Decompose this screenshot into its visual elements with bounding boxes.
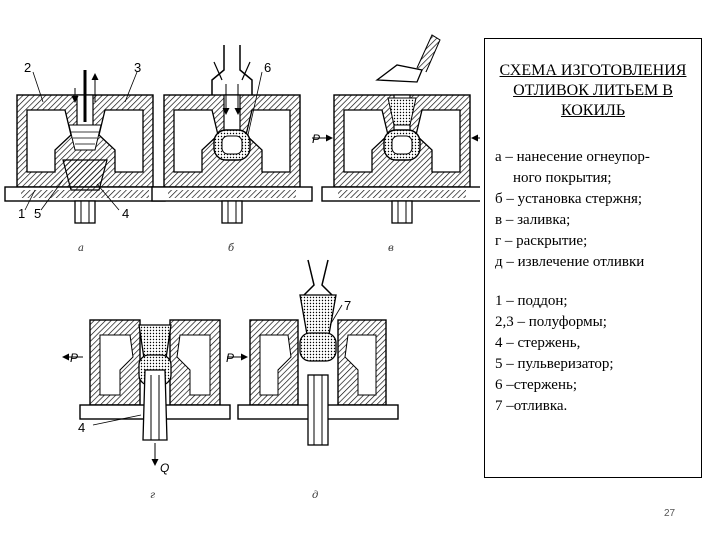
casting-diagram: 2 3 1 5 4 6 P P bbox=[4, 34, 480, 475]
stage-item: б – установка стержня; bbox=[495, 191, 643, 207]
page-title: СХЕМА ИЗГОТОВЛЕНИЯ ОТЛИВОК ЛИТЬЕМ В КОКИ… bbox=[499, 62, 687, 119]
panel-letter-b: б bbox=[228, 243, 235, 254]
part-item: 2,3 – полуформы; bbox=[495, 314, 607, 330]
panel-letter-d: д bbox=[312, 490, 319, 501]
stage-item: а – нанесение огнеупор- bbox=[495, 149, 650, 165]
part-item: 5 – пульверизатор; bbox=[495, 356, 614, 372]
callout-6: 6 bbox=[264, 60, 271, 75]
callout-q: Q bbox=[160, 461, 169, 475]
part-item: 7 –отливка. bbox=[495, 398, 568, 414]
callout-p-right-g: P bbox=[226, 351, 234, 365]
callout-4: 4 bbox=[122, 206, 129, 221]
panel-letter-v: в bbox=[388, 243, 394, 254]
callout-p-left-v: P bbox=[312, 132, 320, 146]
panel-letter-g: г bbox=[150, 490, 156, 501]
panel-letter-a: а bbox=[78, 243, 84, 254]
callout-3: 3 bbox=[134, 60, 141, 75]
panel-v bbox=[312, 34, 480, 224]
stage-list: а – нанесение огнеупор- ного покрытия; б… bbox=[495, 147, 701, 273]
stage-item: ного покрытия; bbox=[513, 170, 612, 186]
parts-list: 1 – поддон; 2,3 – полуформы; 4 – стержен… bbox=[495, 291, 701, 417]
panel-a bbox=[4, 70, 166, 224]
legend-box: СХЕМА ИЗГОТОВЛЕНИЯ ОТЛИВОК ЛИТЬЕМ В КОКИ… bbox=[484, 38, 702, 478]
callout-5: 5 bbox=[34, 206, 41, 221]
callout-7: 7 bbox=[344, 298, 351, 313]
callout-4-g: 4 bbox=[78, 420, 85, 435]
part-item: 4 – стержень, bbox=[495, 335, 581, 351]
panel-d bbox=[237, 259, 399, 446]
page-number: 27 bbox=[664, 508, 676, 519]
stage-item: д – извлечение отливки bbox=[495, 254, 645, 270]
stage-item: в – заливка; bbox=[495, 212, 571, 228]
part-item: 6 –стержень; bbox=[495, 377, 577, 393]
panel-b bbox=[151, 45, 313, 224]
callout-p-left-g: P bbox=[70, 351, 78, 365]
callout-2: 2 bbox=[24, 60, 31, 75]
panel-g bbox=[62, 319, 248, 466]
callout-1: 1 bbox=[18, 206, 25, 221]
stage-item: г – раскрытие; bbox=[495, 233, 588, 249]
part-item: 1 – поддон; bbox=[495, 293, 568, 309]
